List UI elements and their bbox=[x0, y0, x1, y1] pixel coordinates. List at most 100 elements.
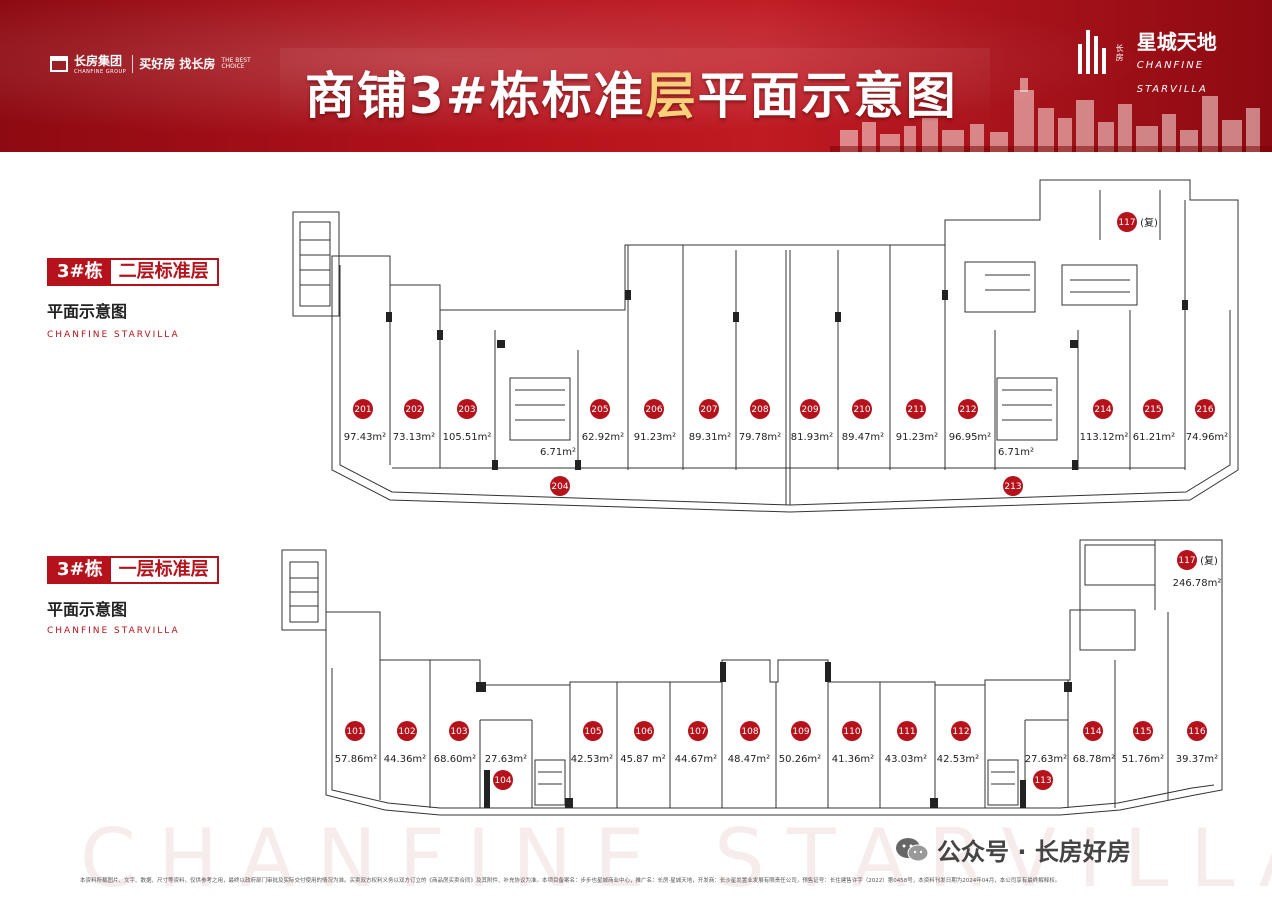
brand-group-name: 长房集团 CHANFINE GROUP bbox=[74, 54, 127, 75]
unit-number-206: 206 bbox=[645, 405, 662, 415]
floor2-level: 二层标准层 bbox=[110, 260, 217, 284]
floor2-english: CHANFINE STARVILLA bbox=[47, 330, 180, 340]
unit-marker-204 bbox=[550, 476, 570, 496]
unit-area-116: 39.37m² bbox=[1176, 754, 1218, 765]
unit-number-101: 101 bbox=[346, 727, 363, 737]
unit-number-212: 212 bbox=[959, 405, 976, 415]
unit-number-208: 208 bbox=[751, 405, 768, 415]
page-title: 商铺3#栋标准层平面示意图 bbox=[305, 67, 958, 125]
unit-number-114: 114 bbox=[1084, 727, 1101, 737]
unit-number-209: 209 bbox=[801, 405, 818, 415]
unit-marker-117-floor2 bbox=[1117, 212, 1137, 232]
unit-area-214: 113.12m² bbox=[1080, 432, 1129, 443]
unit-number-207: 207 bbox=[700, 405, 717, 415]
brand-divider bbox=[132, 54, 134, 73]
unit-marker-213 bbox=[1003, 476, 1023, 496]
unit-number-103: 103 bbox=[450, 727, 467, 737]
unit-marker-102 bbox=[397, 721, 417, 741]
unit-number-201: 201 bbox=[354, 405, 371, 415]
unit-number-110: 110 bbox=[843, 727, 860, 737]
unit-number-202: 202 bbox=[405, 405, 422, 415]
brand-tagline: THE BEST CHOICE bbox=[221, 56, 251, 70]
unit-area-213: 6.71m² bbox=[998, 447, 1034, 458]
unit-marker-105 bbox=[583, 721, 603, 741]
floor1-english: CHANFINE STARVILLA bbox=[47, 626, 180, 636]
unit-number-205: 205 bbox=[591, 405, 608, 415]
unit-marker-104 bbox=[493, 770, 513, 790]
wechat-account: 公众号 · 长房好房 bbox=[895, 832, 1131, 867]
unit-number-116: 116 bbox=[1188, 727, 1205, 737]
unit-marker-206 bbox=[644, 399, 664, 419]
chanfine-logo-icon bbox=[50, 55, 68, 72]
floor2-tag: 3#栋 二层标准层 bbox=[47, 258, 219, 286]
unit-marker-208 bbox=[750, 399, 770, 419]
brand-block: 长房集团 CHANFINE GROUP 买好房 找长房 THE BEST CHO… bbox=[50, 52, 261, 75]
duplex-note-floor1: (复) bbox=[1200, 554, 1218, 567]
unit-number-102: 102 bbox=[398, 727, 415, 737]
unit-area-107: 44.67m² bbox=[675, 754, 717, 765]
unit-number-105: 105 bbox=[584, 727, 601, 737]
unit-marker-202 bbox=[404, 399, 424, 419]
project-name: 星城天地 CHANFINE STARVILLA bbox=[1136, 30, 1217, 95]
starvilla-towers-icon bbox=[1072, 30, 1110, 74]
wechat-account-name: 公众号 · 长房好房 bbox=[937, 838, 1131, 866]
unit-number-115: 115 bbox=[1134, 727, 1151, 737]
floor2-building: 3#栋 bbox=[49, 260, 111, 284]
city-skyline-illustration bbox=[830, 78, 1272, 152]
unit-area-203: 105.51m² bbox=[443, 432, 492, 443]
unit-marker-215 bbox=[1143, 399, 1163, 419]
unit-marker-108 bbox=[740, 721, 760, 741]
floor1-tag: 3#栋 一层标准层 bbox=[47, 556, 219, 584]
unit-area-204: 6.71m² bbox=[540, 447, 576, 458]
unit-area-102: 44.36m² bbox=[384, 754, 426, 765]
unit-number-216: 216 bbox=[1196, 405, 1213, 415]
unit-marker-207 bbox=[699, 399, 719, 419]
unit-area-205: 62.92m² bbox=[582, 432, 624, 443]
unit-area-115: 51.76m² bbox=[1122, 754, 1164, 765]
duplex-note-floor2: (复) bbox=[1140, 216, 1158, 229]
unit-marker-111 bbox=[897, 721, 917, 741]
unit-marker-114 bbox=[1083, 721, 1103, 741]
unit-number-111: 111 bbox=[898, 727, 915, 737]
floor2-subtitle: 平面示意图 bbox=[47, 302, 128, 321]
disclaimer-text: 本资料所载图片、文字、数据、尺寸等资料，仅供参考之用，最终以政府部门审批及实际交… bbox=[80, 878, 1061, 884]
unit-number-204: 204 bbox=[551, 482, 568, 492]
unit-number-215: 215 bbox=[1144, 405, 1161, 415]
header-banner: 长房集团 CHANFINE GROUP 买好房 找长房 THE BEST CHO… bbox=[0, 0, 1272, 152]
unit-number-211: 211 bbox=[907, 405, 924, 415]
unit-area-106: 45.87 m² bbox=[620, 754, 666, 765]
unit-area-111: 43.03m² bbox=[885, 754, 927, 765]
unit-area-109: 50.26m² bbox=[779, 754, 821, 765]
brand-slogan: 买好房 找长房 bbox=[139, 57, 216, 71]
floor1-level: 一层标准层 bbox=[110, 558, 217, 582]
unit-area-103: 68.60m² bbox=[434, 754, 476, 765]
unit-area-208: 79.78m² bbox=[739, 432, 781, 443]
unit-number-203: 203 bbox=[458, 405, 475, 415]
unit-marker-214 bbox=[1093, 399, 1113, 419]
unit-marker-107 bbox=[688, 721, 708, 741]
unit-marker-205 bbox=[590, 399, 610, 419]
unit-area-209: 81.93m² bbox=[791, 432, 833, 443]
unit-marker-203 bbox=[457, 399, 477, 419]
unit-number-214: 214 bbox=[1094, 405, 1111, 415]
unit-area-202: 73.13m² bbox=[393, 432, 435, 443]
unit-area-105: 42.53m² bbox=[571, 754, 613, 765]
unit-marker-209 bbox=[800, 399, 820, 419]
unit-area-114: 68.78m² bbox=[1073, 754, 1115, 765]
unit-area-117: 246.78m² bbox=[1173, 578, 1222, 589]
unit-marker-212 bbox=[958, 399, 978, 419]
unit-area-112: 42.53m² bbox=[937, 754, 979, 765]
unit-marker-211 bbox=[906, 399, 926, 419]
unit-marker-113 bbox=[1033, 770, 1053, 790]
watermark-text: CHANFINE STARVILLA bbox=[80, 812, 1272, 899]
unit-marker-103 bbox=[449, 721, 469, 741]
unit-number-107: 107 bbox=[689, 727, 706, 737]
unit-area-212: 96.95m² bbox=[949, 432, 991, 443]
unit-area-215: 61.21m² bbox=[1133, 432, 1175, 443]
unit-area-108: 48.47m² bbox=[728, 754, 770, 765]
unit-area-104: 27.63m² bbox=[485, 754, 527, 765]
unit-number-213: 213 bbox=[1004, 482, 1021, 492]
unit-marker-115 bbox=[1133, 721, 1153, 741]
unit-area-210: 89.47m² bbox=[842, 432, 884, 443]
